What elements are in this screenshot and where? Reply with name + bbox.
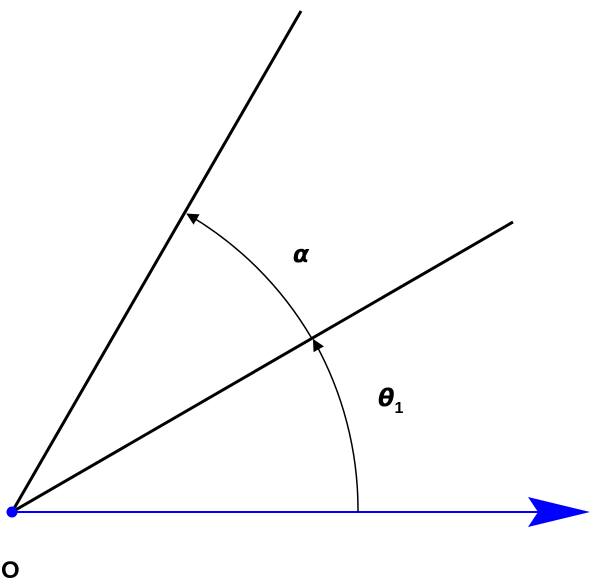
middle-ray: [11, 220, 514, 514]
theta-subscript: 1: [395, 400, 404, 417]
origin-point: [6, 506, 18, 518]
origin-label: O: [1, 557, 20, 584]
theta-arc: [312, 338, 359, 513]
axis-arrowhead-icon: [528, 497, 590, 527]
theta-symbol: θ: [378, 384, 395, 412]
theta-label: θ1: [378, 384, 404, 417]
alpha-arc: [186, 213, 313, 339]
upper-ray: [10, 10, 303, 513]
alpha-label: α: [293, 240, 310, 268]
